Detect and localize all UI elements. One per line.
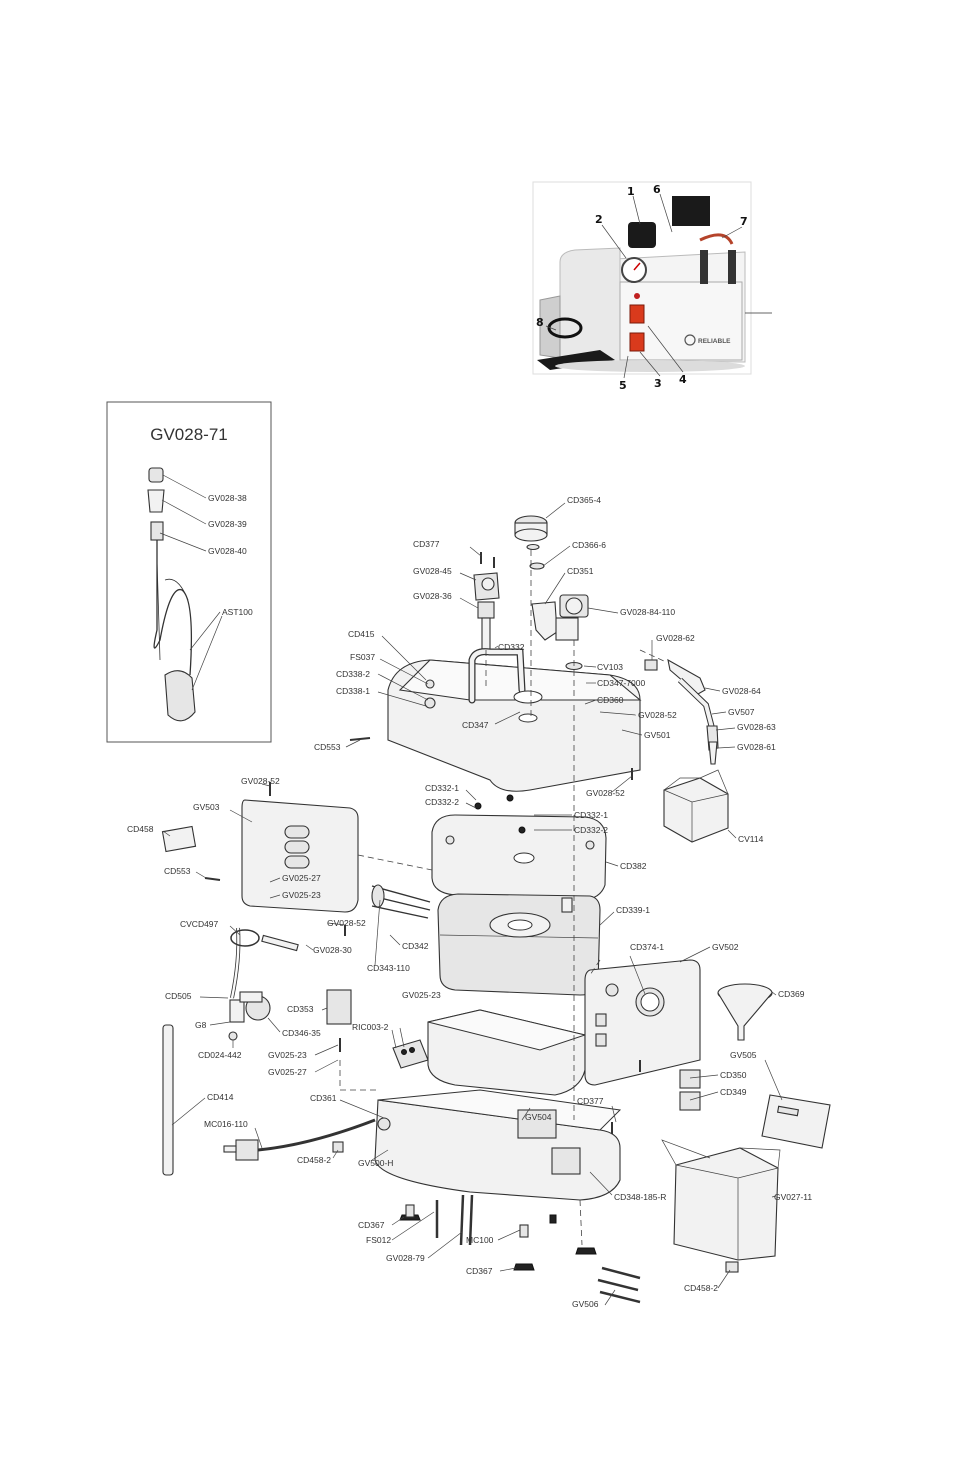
part-label: GV025-27 <box>268 1067 307 1077</box>
part-label: CD338-2 <box>336 669 370 679</box>
part-label: CD350 <box>720 1070 747 1080</box>
part-label: CD347 <box>462 720 489 730</box>
part-label: CD339-1 <box>616 905 650 915</box>
part-label: CD342 <box>402 941 429 951</box>
part-label: GV028-52 <box>586 788 625 798</box>
part-label: GV028-63 <box>737 722 776 732</box>
part-label: CD349 <box>720 1087 747 1097</box>
part-label: CD338-1 <box>336 686 370 696</box>
part-label: RIC003-2 <box>352 1022 389 1032</box>
part-label: CD553 <box>164 866 191 876</box>
part-label: CD377 <box>413 539 440 549</box>
part-label: GV500-H <box>358 1158 393 1168</box>
part-label: CD415 <box>348 629 375 639</box>
part-label: GV505 <box>730 1050 757 1060</box>
part-label: CD347-7000 <box>597 678 645 688</box>
part-label: CD553 <box>314 742 341 752</box>
part-label: CD360 <box>597 695 624 705</box>
part-label: CD367 <box>466 1266 493 1276</box>
part-label: CD458-2 <box>684 1283 718 1293</box>
photo-callout-7: 7 <box>740 215 748 228</box>
part-label: GV028-45 <box>413 566 452 576</box>
inset-label-gv028-39: GV028-39 <box>208 519 247 529</box>
part-label: CD374-1 <box>630 942 664 952</box>
part-label: CD024-442 <box>198 1050 242 1060</box>
part-label: CD505 <box>165 991 192 1001</box>
part-label: CD367 <box>358 1220 385 1230</box>
part-label: CVCD497 <box>180 919 219 929</box>
part-label: GV027-11 <box>774 1192 812 1202</box>
part-label: CD366-6 <box>572 540 606 550</box>
part-label: GV025-27 <box>282 873 321 883</box>
part-label: CD332-1 <box>574 810 608 820</box>
inset-label-gv028-38: GV028-38 <box>208 493 247 503</box>
part-label: CD343-110 <box>367 963 410 973</box>
part-label: GV502 <box>712 942 739 952</box>
part-label: GV028-52 <box>327 918 366 928</box>
part-label: GV025-23 <box>282 890 321 900</box>
part-label: CD361 <box>310 1093 337 1103</box>
part-label: GV504 <box>525 1112 552 1122</box>
inset-gv028-71: GV028-71 GV028-38 GV028-39 GV028-40 AST1… <box>106 401 272 743</box>
photo-callout-1: 1 <box>627 185 635 198</box>
part-label: CD332-2 <box>425 797 459 807</box>
part-label: MC100 <box>466 1235 494 1245</box>
part-label: GV503 <box>193 802 220 812</box>
part-label: CD458-2 <box>297 1155 331 1165</box>
inset-title: GV028-71 <box>150 425 228 444</box>
part-label: GV028-62 <box>656 633 695 643</box>
part-label: GV506 <box>572 1299 599 1309</box>
part-labels: CD365-4 CD377 CD366-6 CD351 GV028-45 GV0… <box>127 495 812 1309</box>
part-label: GV025-23 <box>402 990 441 1000</box>
part-label: GV028-52 <box>241 776 280 786</box>
part-label: GV028-64 <box>722 686 761 696</box>
photo-callout-8: 8 <box>536 316 544 329</box>
product-photo: RELIABLE 1 2 3 4 5 6 7 8 <box>532 181 772 392</box>
part-label: GV028-52 <box>638 710 677 720</box>
part-label: GV028-84-110 <box>620 607 675 617</box>
part-label: GV501 <box>644 730 671 740</box>
inset-label-gv028-40: GV028-40 <box>208 546 247 556</box>
part-label: GV025-23 <box>268 1050 307 1060</box>
part-label: CD332-2 <box>574 825 608 835</box>
part-label: FS037 <box>350 652 375 662</box>
part-label: CV103 <box>597 662 623 672</box>
part-label: CD353 <box>287 1004 314 1014</box>
part-label: CD369 <box>778 989 805 999</box>
photo-callout-6: 6 <box>653 183 661 196</box>
part-label: CD348-185-R <box>614 1192 666 1202</box>
part-label: MC016-110 <box>204 1119 248 1129</box>
part-label: GV028-30 <box>313 945 352 955</box>
part-label: CV114 <box>738 834 764 844</box>
photo-callout-4: 4 <box>679 373 687 386</box>
exploded-parts <box>161 515 831 1304</box>
photo-logo-text: RELIABLE <box>698 338 731 345</box>
part-label: CD365-4 <box>567 495 601 505</box>
part-label: GV028-36 <box>413 591 452 601</box>
part-label: GV507 <box>728 707 755 717</box>
part-label: CD458 <box>127 824 154 834</box>
part-label: CD332 <box>498 642 525 652</box>
part-label: CD414 <box>207 1092 234 1102</box>
part-label: CD351 <box>567 566 594 576</box>
part-label: GV028-79 <box>386 1253 425 1263</box>
photo-callout-5: 5 <box>619 379 627 392</box>
inset-label-ast100: AST100 <box>222 607 253 617</box>
part-label: CD377 <box>577 1096 604 1106</box>
part-label: CD346-35 <box>282 1028 321 1038</box>
part-label: CD332-1 <box>425 783 459 793</box>
photo-callout-3: 3 <box>654 377 662 390</box>
part-label: CD382 <box>620 861 647 871</box>
photo-callout-2: 2 <box>595 213 603 226</box>
label-leaders <box>162 502 783 1306</box>
part-label: GV028-61 <box>737 742 776 752</box>
part-label: G8 <box>195 1020 207 1030</box>
part-label: FS012 <box>366 1235 391 1245</box>
